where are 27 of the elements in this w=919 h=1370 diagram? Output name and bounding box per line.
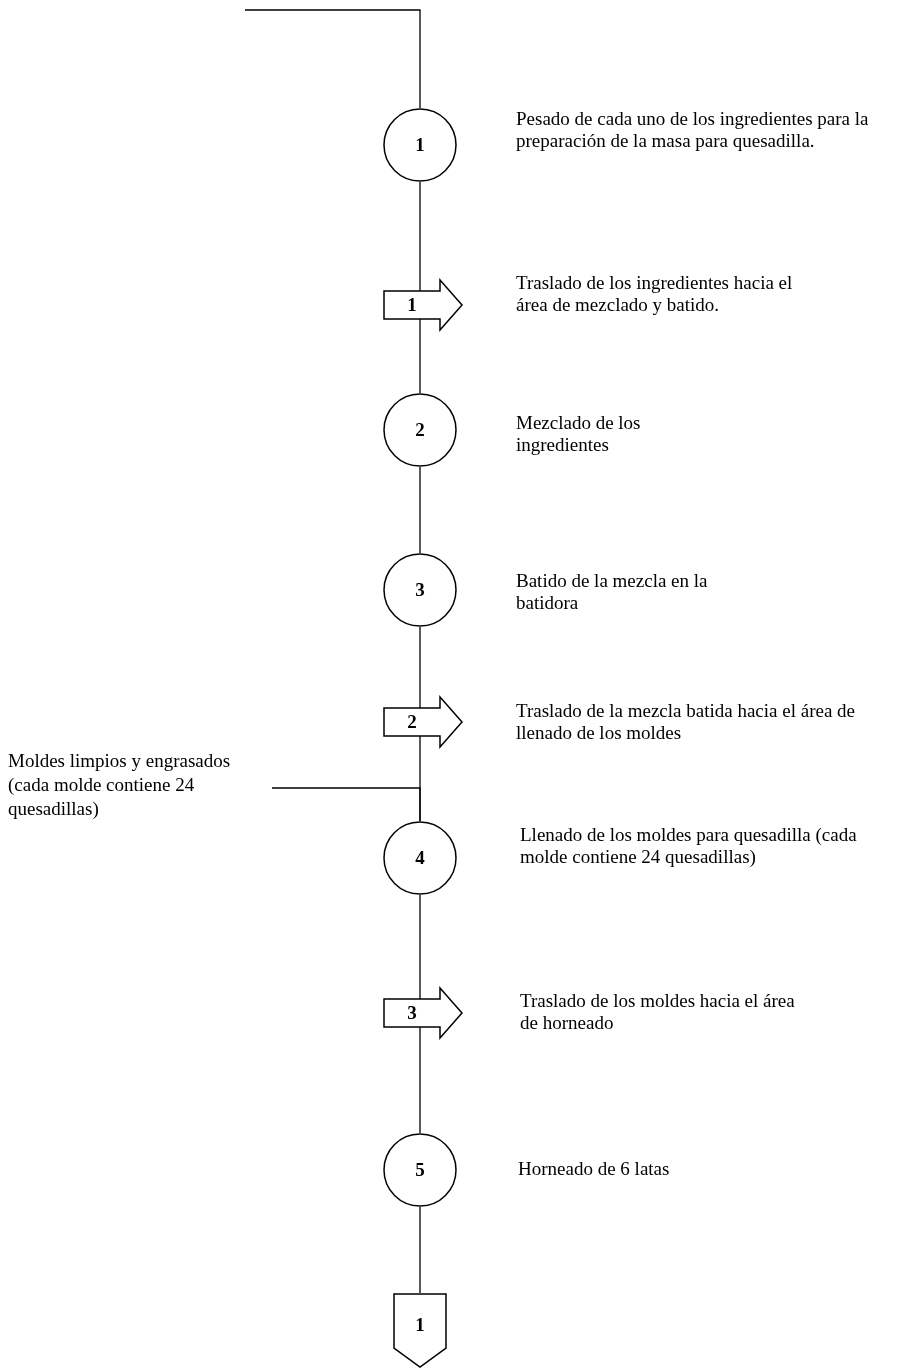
operation-circle: 4	[383, 821, 457, 895]
off-page-connector: 1	[393, 1293, 447, 1368]
operation-circle: 2	[383, 393, 457, 467]
step-description: Mezclado de los ingredientes	[516, 412, 642, 456]
step-description: Traslado de los ingredientes hacia el área de mezclado y batido.	[516, 272, 794, 316]
connector-line	[419, 626, 421, 709]
operation-circle: 1	[383, 108, 457, 182]
connector-line	[419, 1206, 421, 1294]
connector-line	[419, 1026, 421, 1134]
connector-line	[419, 894, 421, 1000]
transport-arrow: 3	[383, 987, 463, 1039]
step-description: Llenado de los moldes para quesadilla (cada molde contiene 24 quesadillas)	[520, 824, 858, 868]
connector-line	[419, 466, 421, 554]
transport-arrow: 2	[383, 696, 463, 748]
input-note: Moldes limpios y engrasados (cada molde contiene 24 quesadillas)	[8, 749, 274, 821]
connector-line	[271, 787, 421, 822]
step-description: Pesado de cada uno de los ingredientes para la preparación de la masa para quesadilla.	[516, 108, 870, 152]
step-description: Traslado de los moldes hacia el área de horneado	[520, 990, 796, 1034]
connector-line	[244, 9, 421, 109]
step-description: Horneado de 6 latas	[518, 1158, 671, 1180]
connector-line	[419, 181, 421, 292]
transport-arrow: 1	[383, 279, 463, 331]
step-description: Batido de la mezcla en la batidora	[516, 570, 709, 614]
operation-circle: 5	[383, 1133, 457, 1207]
operation-circle: 3	[383, 553, 457, 627]
connector-line	[419, 318, 421, 394]
step-description: Traslado de la mezcla batida hacia el área de llenado de los moldes	[516, 700, 856, 744]
